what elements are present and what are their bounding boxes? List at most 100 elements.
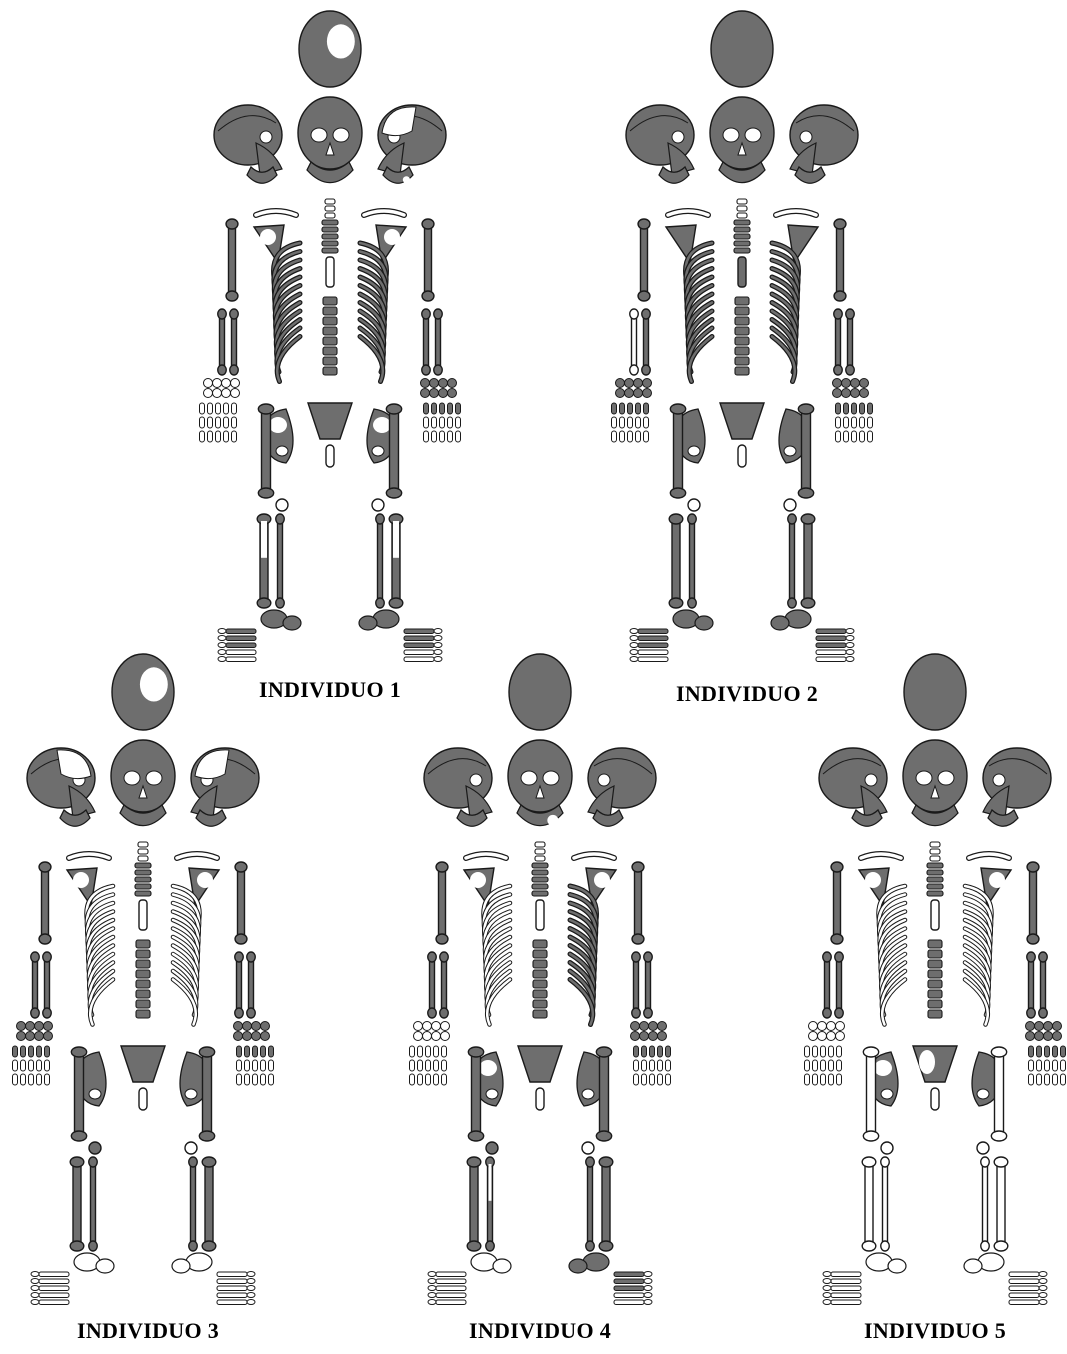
ribs-left	[879, 886, 905, 1025]
sternum	[738, 257, 746, 287]
lumbar-vertebrae	[735, 297, 749, 375]
skull-right-lateral	[790, 105, 858, 175]
fibula-right	[376, 514, 385, 608]
thoracic-vertebrae	[927, 863, 943, 896]
tibia-right	[389, 514, 403, 608]
foot-left	[428, 1253, 511, 1305]
individual-3-label: INDIVIDUO 3	[77, 1318, 219, 1344]
radius-left	[630, 309, 639, 375]
scapula-right	[981, 868, 1011, 906]
sternum	[326, 257, 334, 287]
ulna-right	[644, 952, 653, 1018]
individual-4-label: INDIVIDUO 4	[469, 1318, 611, 1344]
sacrum	[121, 1046, 165, 1082]
coccyx	[326, 445, 334, 467]
ribs-left	[87, 886, 113, 1025]
ribs-right	[965, 886, 991, 1025]
ribs-left	[274, 243, 300, 382]
radius-right	[422, 309, 431, 375]
foot-left	[31, 1253, 114, 1305]
radius-left	[428, 952, 437, 1018]
ulna-left	[440, 952, 449, 1018]
hand-left	[13, 1022, 53, 1086]
hand-right	[631, 1022, 671, 1086]
sacrum	[308, 403, 352, 439]
skull-left-lateral	[27, 748, 95, 818]
skull-frontal	[111, 740, 175, 812]
sternum	[931, 900, 939, 930]
ulna-left	[43, 952, 52, 1018]
ulna-left	[642, 309, 651, 375]
thoracic-vertebrae	[135, 863, 151, 896]
thoracic-vertebrae	[532, 863, 548, 896]
cervical-vertebrae	[138, 842, 148, 861]
lumbar-vertebrae	[323, 297, 337, 375]
radius-right	[834, 309, 843, 375]
ulna-right	[1039, 952, 1048, 1018]
skull-frontal	[710, 97, 774, 169]
ribs-left	[484, 886, 510, 1025]
hand-right	[833, 379, 873, 443]
ulna-right	[846, 309, 855, 375]
cervical-vertebrae	[737, 199, 747, 218]
individual-1-label: INDIVIDUO 1	[259, 677, 401, 703]
patella-right	[185, 1142, 197, 1154]
scapula-right	[189, 868, 219, 906]
skull-top-view	[711, 11, 773, 87]
skull-left-lateral	[819, 748, 887, 818]
hand-right	[234, 1022, 274, 1086]
fibula-left	[486, 1157, 495, 1251]
tibia-left	[862, 1157, 876, 1251]
skull-frontal	[298, 97, 362, 169]
fibula-right	[788, 514, 797, 608]
coccyx	[536, 1088, 544, 1110]
tibia-left	[70, 1157, 84, 1251]
patella-right	[582, 1142, 594, 1154]
individual-2-label: INDIVIDUO 2	[676, 681, 818, 707]
foot-right	[964, 1253, 1047, 1305]
ulna-left	[835, 952, 844, 1018]
cervical-vertebrae	[930, 842, 940, 861]
skull-top-view	[299, 11, 361, 87]
humerus-right	[632, 862, 644, 944]
patella-left	[688, 499, 700, 511]
scapula-left	[67, 868, 97, 906]
coccyx	[139, 1088, 147, 1110]
individual-5-skeleton	[805, 654, 1066, 1305]
tibia-left	[257, 514, 271, 608]
individual-5-label: INDIVIDUO 5	[864, 1318, 1006, 1344]
ribs-right	[772, 243, 798, 382]
radius-left	[31, 952, 40, 1018]
foot-right	[771, 610, 854, 662]
foot-right	[569, 1253, 652, 1305]
fibula-left	[688, 514, 697, 608]
skull-right-lateral	[191, 748, 259, 818]
sacrum	[913, 1046, 957, 1082]
ribs-right	[570, 886, 596, 1025]
scapula-left	[859, 868, 889, 906]
humerus-right	[235, 862, 247, 944]
patella-left	[89, 1142, 101, 1154]
patella-left	[486, 1142, 498, 1154]
individual-1-skeleton	[200, 11, 461, 662]
cervical-vertebrae	[325, 199, 335, 218]
ribs-right	[360, 243, 386, 382]
fibula-right	[981, 1157, 990, 1251]
ribs-right	[173, 886, 199, 1025]
thoracic-vertebrae	[734, 220, 750, 253]
fibula-left	[89, 1157, 98, 1251]
thoracic-vertebrae	[322, 220, 338, 253]
sternum	[536, 900, 544, 930]
humerus-left	[831, 862, 843, 944]
radius-right	[1027, 952, 1036, 1018]
scapula-left	[464, 868, 494, 906]
tibia-right	[994, 1157, 1008, 1251]
lumbar-vertebrae	[533, 940, 547, 1018]
humerus-right	[1027, 862, 1039, 944]
foot-right	[359, 610, 442, 662]
hand-right	[421, 379, 461, 443]
sternum	[139, 900, 147, 930]
tibia-right	[202, 1157, 216, 1251]
